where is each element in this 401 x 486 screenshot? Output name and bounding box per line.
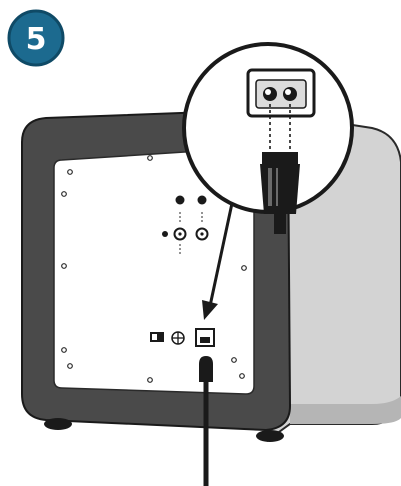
input-jack	[198, 196, 207, 205]
input-jack	[176, 196, 185, 205]
input-jack-center	[200, 232, 203, 235]
power-inlet-socket	[200, 337, 210, 343]
step-number: 5	[26, 22, 47, 57]
ground-icon	[172, 332, 184, 344]
inlet-pin-right-highlight	[285, 89, 291, 95]
input-jack-center	[178, 232, 181, 235]
inlet-pin-left-highlight	[265, 89, 271, 95]
step-badge: 5	[9, 11, 63, 65]
level-knob	[162, 231, 168, 237]
power-switch-rocker	[152, 334, 157, 340]
plug-body	[199, 356, 213, 382]
cabinet-foot-right	[256, 430, 284, 442]
cabinet-foot-left	[44, 418, 72, 430]
